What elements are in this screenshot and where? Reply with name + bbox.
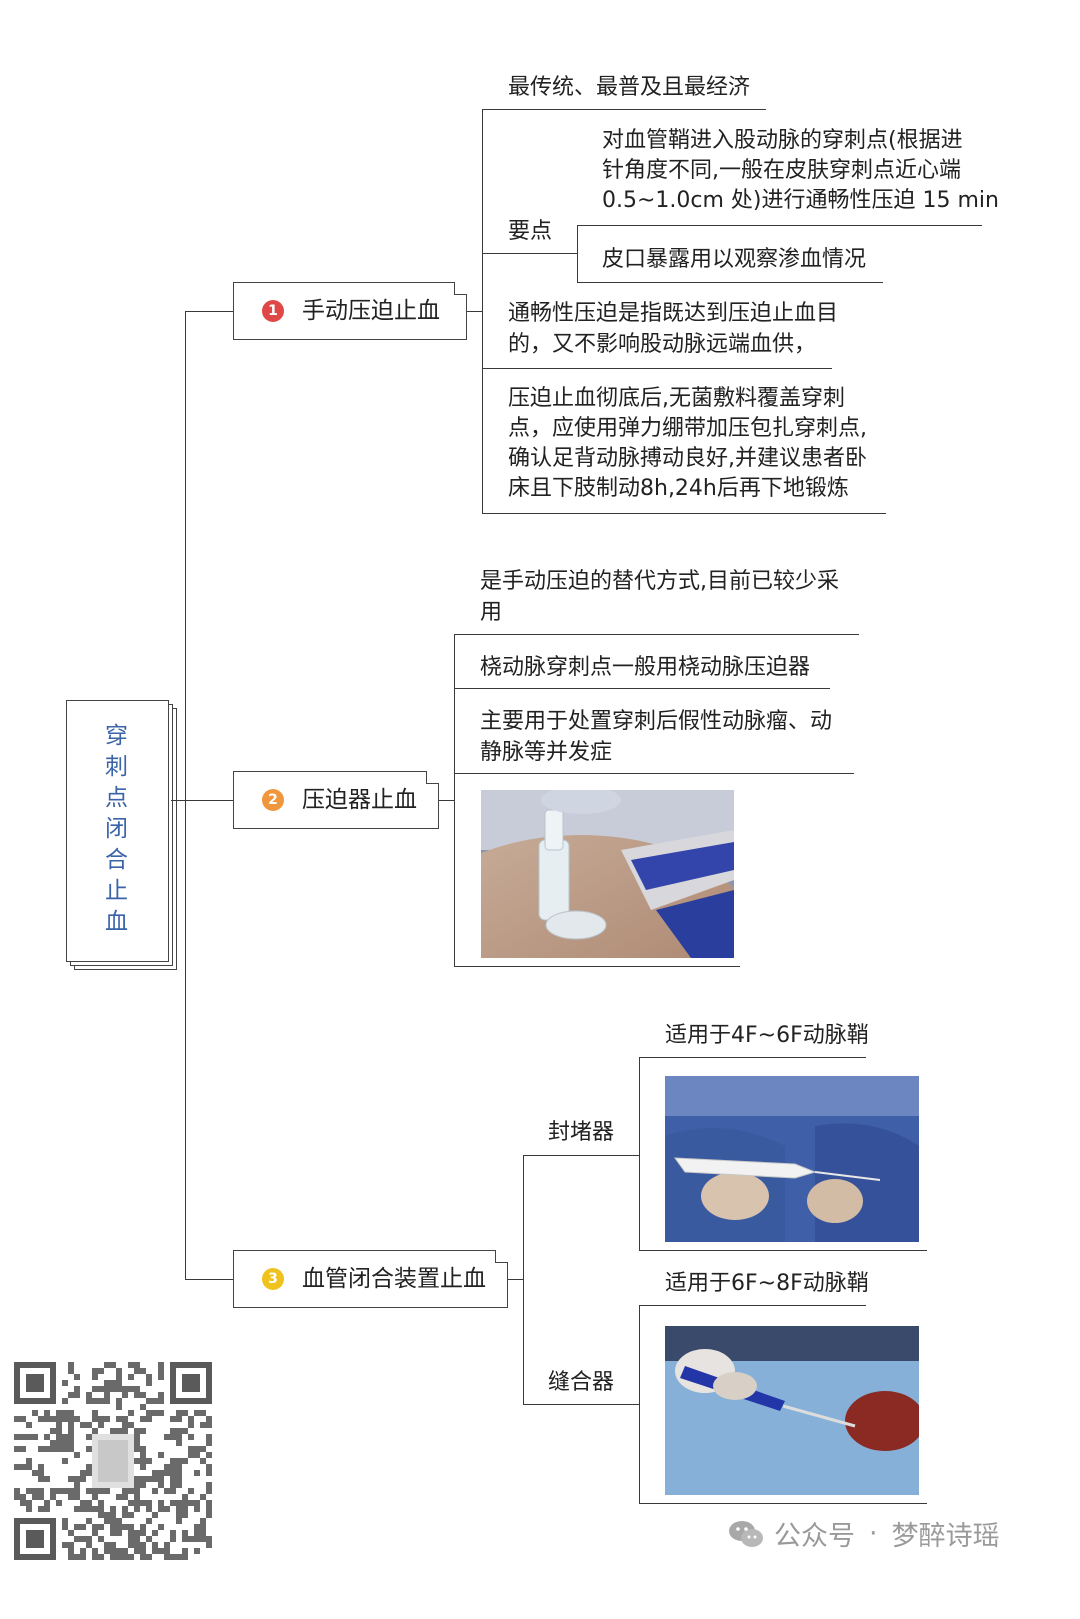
underline xyxy=(639,1503,927,1504)
trunk-to-branch-2 xyxy=(185,800,234,801)
branch-3-spine xyxy=(523,1155,524,1404)
badge-1: 1 xyxy=(262,300,284,322)
watermark: 公众号 · 梦醉诗瑶 xyxy=(728,1514,1000,1553)
wechat-icon xyxy=(729,1520,763,1547)
compressor-radial: 桡动脉穿刺点一般用桡动脉压迫器 xyxy=(480,655,811,680)
fold-corner xyxy=(426,771,439,784)
compressor-alternative: 是手动压迫的替代方式,目前已较少采 用 xyxy=(480,569,839,625)
branch-manual-compression: 1 手动压迫止血 xyxy=(233,282,467,340)
plug-device-photo xyxy=(665,1076,919,1242)
root-title-char: 穿 xyxy=(105,723,130,749)
branch-label: 压迫器止血 xyxy=(302,787,417,813)
root-title: 穿刺点闭合止血 xyxy=(67,721,168,938)
underline xyxy=(454,966,740,967)
branch-1-connector xyxy=(467,311,483,312)
badge-3: 3 xyxy=(262,1268,284,1290)
branch-3-connector xyxy=(508,1279,524,1280)
suture-spine xyxy=(639,1305,640,1504)
root-title-char: 合 xyxy=(105,847,130,873)
branch-label: 手动压迫止血 xyxy=(302,298,440,324)
underline xyxy=(454,773,854,774)
key-point-2: 皮口暴露用以观察渗血情况 xyxy=(602,247,867,272)
fold-corner xyxy=(495,1250,508,1263)
plug-note: 适用于4F~6F动脉鞘 xyxy=(665,1023,869,1048)
root-title-char: 刺 xyxy=(105,754,130,780)
suture-device-photo xyxy=(665,1326,919,1495)
key-points-spine xyxy=(577,225,578,283)
underline xyxy=(523,1155,640,1156)
plug-spine xyxy=(639,1057,640,1250)
underline xyxy=(577,225,982,226)
plug-label: 封堵器 xyxy=(548,1120,615,1145)
underline xyxy=(639,1305,866,1306)
root-node: 穿刺点闭合止血 xyxy=(66,700,169,962)
root-title-char: 止 xyxy=(105,878,130,904)
branch-2-connector xyxy=(439,800,455,801)
key-point-1: 对血管鞘进入股动脉的穿刺点(根据进 针角度不同,一般在皮肤穿刺点近心端 0.5~… xyxy=(602,128,999,213)
underline xyxy=(639,1057,866,1058)
branch-closure-device: 3 血管闭合装置止血 xyxy=(233,1250,508,1308)
root-title-char: 闭 xyxy=(105,816,130,842)
fold-corner xyxy=(454,282,467,295)
suture-label: 缝合器 xyxy=(548,1370,615,1395)
compressor-device-photo xyxy=(481,790,734,958)
root-title-char: 点 xyxy=(105,785,130,811)
compressor-main-use: 主要用于处置穿刺后假性动脉瘤、动 静脉等并发症 xyxy=(480,709,833,765)
suture-note: 适用于6F~8F动脉鞘 xyxy=(665,1271,869,1296)
underline xyxy=(577,282,883,283)
branch-compressor: 2 压迫器止血 xyxy=(233,771,439,829)
manual-traditional: 最传统、最普及且最经济 xyxy=(508,75,751,100)
watermark-prefix: 公众号 xyxy=(774,1521,855,1552)
after-hemostasis-text: 压迫止血彻底后,无菌敷料覆盖穿刺 点，应使用弹力绷带加压包扎穿刺点, 确认足背动… xyxy=(508,386,867,501)
trunk-to-branch-1 xyxy=(185,311,234,312)
underline xyxy=(482,513,886,514)
badge-2: 2 xyxy=(262,789,284,811)
branch-1-spine xyxy=(482,110,483,514)
underline xyxy=(454,634,859,635)
watermark-separator: · xyxy=(869,1518,878,1549)
branch-label: 血管闭合装置止血 xyxy=(302,1266,486,1292)
underline xyxy=(523,1404,640,1405)
trunk-to-branch-3 xyxy=(185,1279,234,1280)
key-points-label: 要点 xyxy=(508,219,553,244)
patent-pressure-text: 通畅性压迫是指既达到压迫止血目 的，又不影响股动脉远端血供， xyxy=(508,301,839,357)
root-title-char: 血 xyxy=(105,909,130,935)
underline xyxy=(482,109,766,110)
underline xyxy=(482,368,832,369)
branch-2-spine xyxy=(454,634,455,967)
underline xyxy=(454,688,830,689)
underline xyxy=(482,253,578,254)
qr-code xyxy=(14,1362,212,1560)
trunk-line xyxy=(185,311,186,1280)
root-connector xyxy=(171,800,186,801)
underline xyxy=(639,1250,927,1251)
watermark-name: 梦醉诗瑶 xyxy=(891,1521,1000,1552)
